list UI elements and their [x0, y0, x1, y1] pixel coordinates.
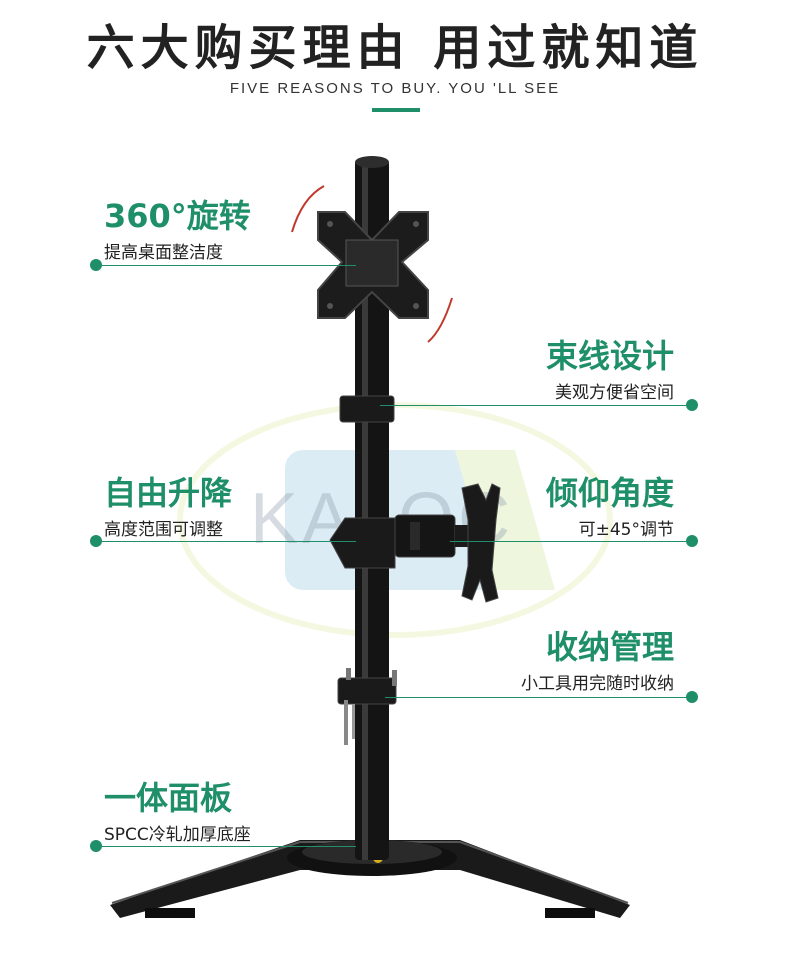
feature-desc: 提高桌面整洁度 — [104, 243, 223, 263]
feature-desc: SPCC冷轧加厚底座 — [104, 825, 251, 845]
feature-desc: 高度范围可调整 — [104, 520, 223, 540]
page-title: 六大购买理由 用过就知道 — [86, 20, 704, 76]
vesa-plate-tilted — [461, 483, 501, 603]
feature-height-adjust: 自由升降 高度范围可调整 — [104, 473, 232, 540]
callout-dot-storage — [686, 691, 698, 703]
feature-base-panel: 一体面板 SPCC冷轧加厚底座 — [104, 778, 251, 845]
feature-title: 倾仰角度 — [545, 474, 674, 512]
tool-storage-bracket — [337, 668, 397, 745]
feature-cable-management: 束线设计 美观方便省空间 — [546, 336, 674, 403]
feature-title: 束线设计 — [545, 337, 674, 375]
feature-title: 360°旋转 — [104, 197, 251, 235]
callout-line-rotation — [96, 265, 356, 266]
feature-title: 自由升降 — [104, 474, 233, 512]
callout-line-tilt — [450, 541, 690, 542]
feature-desc: 小工具用完随时收纳 — [521, 674, 674, 694]
cable-clip — [339, 395, 395, 423]
callout-dot-rotation — [90, 259, 102, 271]
feature-tilt-angle: 倾仰角度 可±45°调节 — [546, 473, 674, 540]
page-subtitle: FIVE REASONS TO BUY. YOU 'LL SEE — [229, 80, 561, 97]
feature-title: 一体面板 — [104, 779, 233, 817]
callout-dot-height — [90, 535, 102, 547]
feature-rotation: 360°旋转 提高桌面整洁度 — [104, 196, 251, 263]
feature-storage: 收纳管理 小工具用完随时收纳 — [521, 627, 674, 694]
callout-dot-base — [90, 840, 102, 852]
feature-desc: 美观方便省空间 — [555, 383, 674, 403]
title-underline — [372, 108, 420, 112]
feature-title: 收纳管理 — [545, 628, 674, 666]
callout-line-height — [96, 541, 356, 542]
callout-dot-tilt — [686, 535, 698, 547]
callout-dot-cable — [686, 399, 698, 411]
callout-line-base — [96, 846, 356, 847]
callout-line-cable — [380, 405, 690, 406]
vesa-plate-top — [291, 185, 453, 343]
callout-line-storage — [385, 697, 690, 698]
feature-desc: 可±45°调节 — [578, 520, 674, 540]
